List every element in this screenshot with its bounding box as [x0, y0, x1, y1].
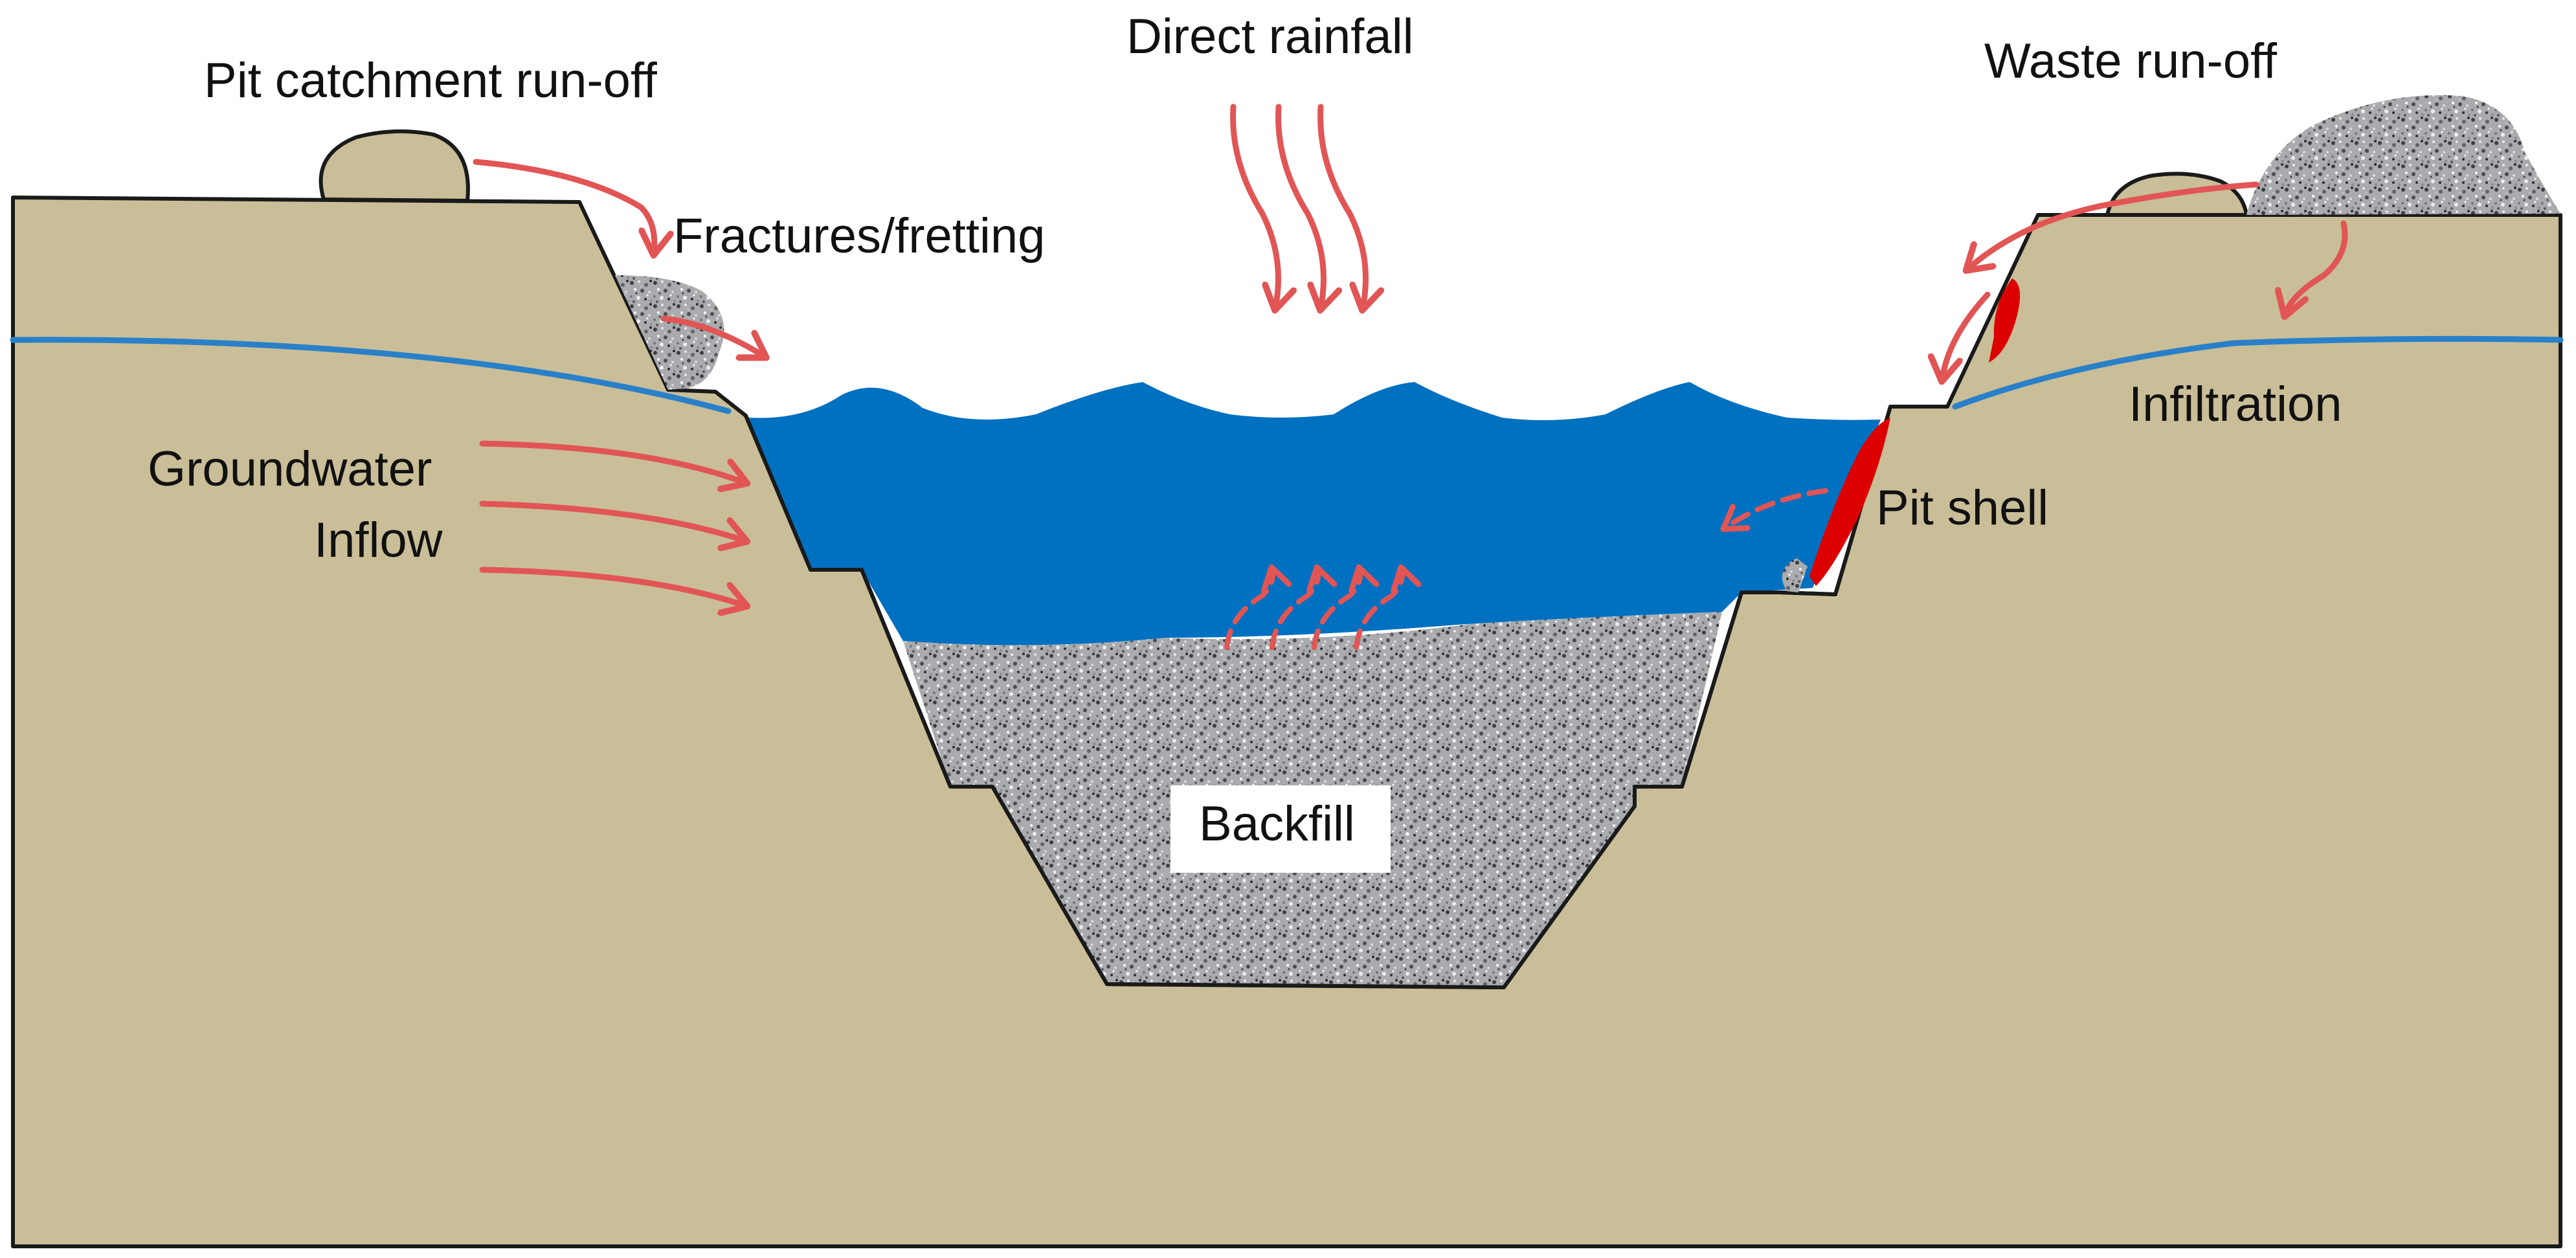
pit-wall-right: [1680, 406, 1892, 787]
pit-shell-seep-upper: [1989, 278, 2021, 363]
groundwater-arrow-3: [479, 567, 745, 605]
label-fractures-fretting: Fractures/fretting: [673, 208, 1045, 264]
pit-wall-left: [744, 414, 952, 788]
backfill-seepage-arrow-4: [1354, 570, 1402, 650]
waste-rock-dump: [2246, 95, 2560, 215]
backfill-label-box: [1170, 785, 1391, 873]
groundwater-arrow-2: [479, 500, 745, 541]
label-direct-rainfall: Direct rainfall: [1126, 9, 1413, 64]
backfill-outline: [950, 785, 1682, 989]
label-groundwater: Groundwater: [148, 442, 432, 497]
label-pit-shell: Pit shell: [1876, 480, 2048, 535]
rainfall-arrow-1: [1230, 104, 1279, 308]
backfill-seepage-arrow-1: [1224, 570, 1273, 650]
backfill-seepage-arrow-3: [1312, 570, 1360, 650]
rainfall-arrow-2: [1275, 104, 1324, 308]
waste-runoff-arrow-top: [2098, 181, 2259, 209]
label-backfill: Backfill: [1199, 796, 1355, 851]
waste-runoff-arrow-upper: [1968, 203, 2104, 269]
label-infiltration: Infiltration: [2129, 377, 2342, 432]
waste-runoff-arrow-lower: [1942, 291, 1991, 379]
pit-shell-seepage-arrow: [1725, 488, 1828, 528]
groundwater-arrow-1: [479, 440, 745, 482]
catchment-mound: [319, 129, 470, 203]
backfill-seepage-arrow-2: [1270, 570, 1318, 650]
fracture-rock-pile: [615, 275, 724, 390]
infiltration-arrow: [2285, 220, 2348, 314]
catchment-runoff-arrow: [473, 159, 655, 253]
water-table-line: [10, 335, 2564, 414]
pit-shell-seep-lower: [1809, 418, 1890, 586]
label-waste-runoff: Waste run-off: [1984, 34, 2278, 89]
label-inflow: Inflow: [314, 513, 443, 568]
rainfall-arrow-3: [1317, 104, 1366, 308]
fractures-arrow: [660, 315, 764, 356]
label-pit-catchment-runoff: Pit catchment run-off: [204, 53, 658, 108]
right-bench-rock: [1782, 558, 1808, 592]
pit-lake-water: [748, 382, 1881, 646]
